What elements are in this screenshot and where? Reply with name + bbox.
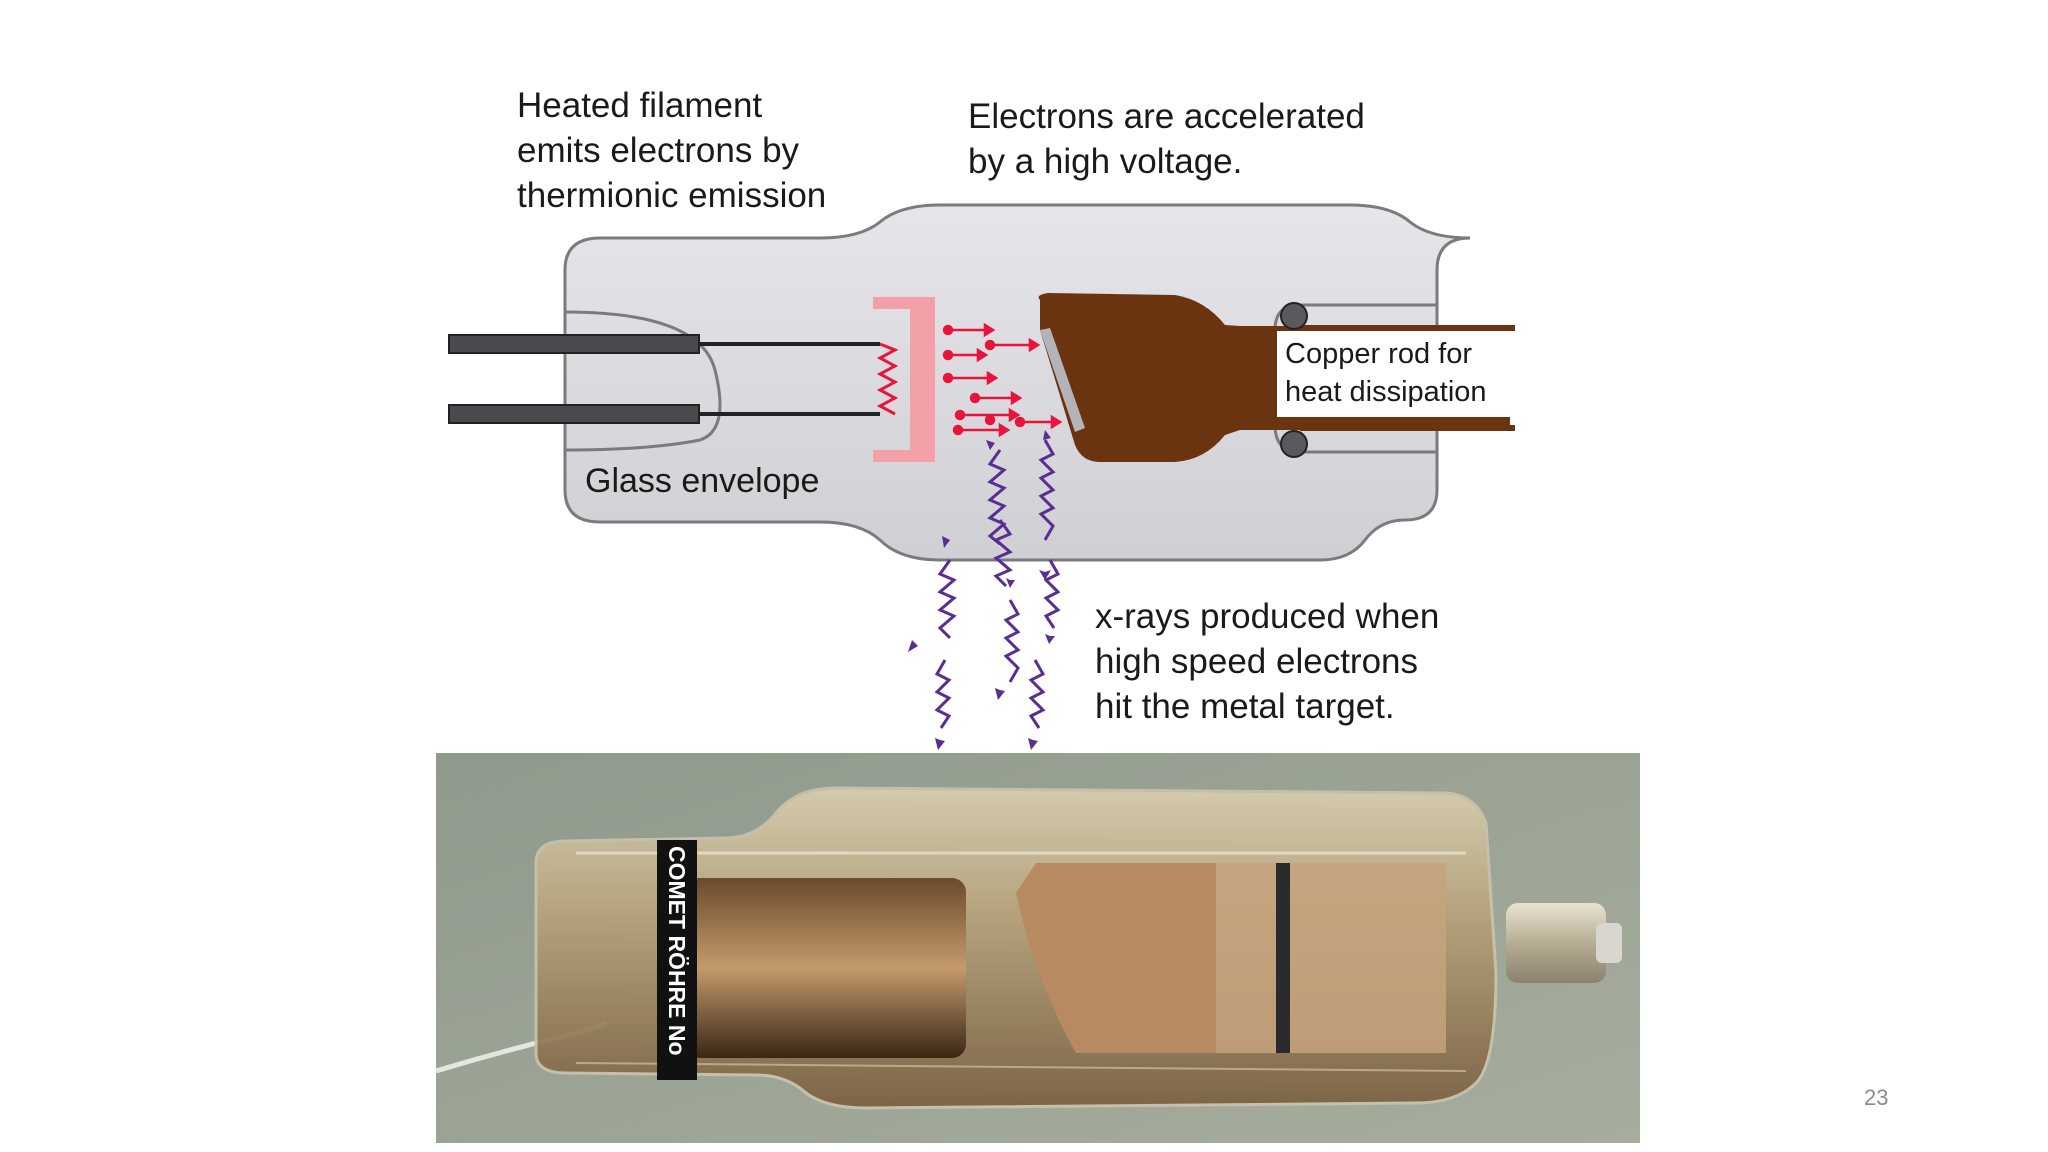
xray-caption-line-2: high speed electrons bbox=[1095, 642, 1418, 681]
glass-envelope bbox=[563, 203, 1471, 562]
xray-caption: x-rays produced when high speed electron… bbox=[1095, 594, 1439, 729]
page-number: 23 bbox=[1864, 1085, 1889, 1110]
xray-caption-line-1: x-rays produced when bbox=[1095, 597, 1440, 636]
glass-stem bbox=[564, 310, 722, 452]
lead-bottom bbox=[448, 404, 700, 424]
filament-caption: Heated filament emits electrons by therm… bbox=[517, 83, 826, 218]
glass-envelope-caption: Glass envelope bbox=[585, 462, 820, 500]
copper-caption-line-1: Copper rod for bbox=[1285, 338, 1472, 370]
accelerated-caption-line-1: Electrons are accelerated bbox=[968, 97, 1365, 136]
xray-waves bbox=[934, 439, 1061, 729]
photo-cathode-cylinder bbox=[686, 878, 966, 1058]
accelerated-caption: Electrons are accelerated by a high volt… bbox=[968, 94, 1365, 184]
copper-caption-line-2: heat dissipation bbox=[1285, 376, 1487, 408]
seal-ring-bottom bbox=[1280, 430, 1308, 458]
electrons bbox=[942, 322, 1063, 438]
tungsten-target bbox=[1040, 328, 1085, 432]
xray-tube-photo bbox=[436, 753, 1640, 1143]
filament-caption-line-3: thermionic emission bbox=[517, 176, 827, 215]
accelerated-caption-line-2: by a high voltage. bbox=[968, 142, 1243, 181]
lead-top bbox=[448, 334, 700, 354]
photo-tube-label-text: COMET RÖHRE No bbox=[664, 846, 690, 1056]
filament-cup bbox=[873, 297, 935, 462]
photo-anode bbox=[1016, 863, 1216, 1053]
filament-coil bbox=[876, 342, 899, 416]
xray-arrowheads bbox=[908, 430, 1055, 750]
xray-caption-line-3: hit the metal target. bbox=[1095, 687, 1395, 726]
photo-end-cap bbox=[1506, 903, 1606, 983]
filament-caption-line-2: emits electrons by bbox=[517, 131, 800, 170]
seal-ring-top bbox=[1280, 302, 1308, 330]
filament-caption-line-1: Heated filament bbox=[517, 86, 763, 125]
copper-caption: Copper rod for heat dissipation bbox=[1277, 331, 1517, 417]
photo-tube-label: COMET RÖHRE No bbox=[657, 840, 697, 1080]
